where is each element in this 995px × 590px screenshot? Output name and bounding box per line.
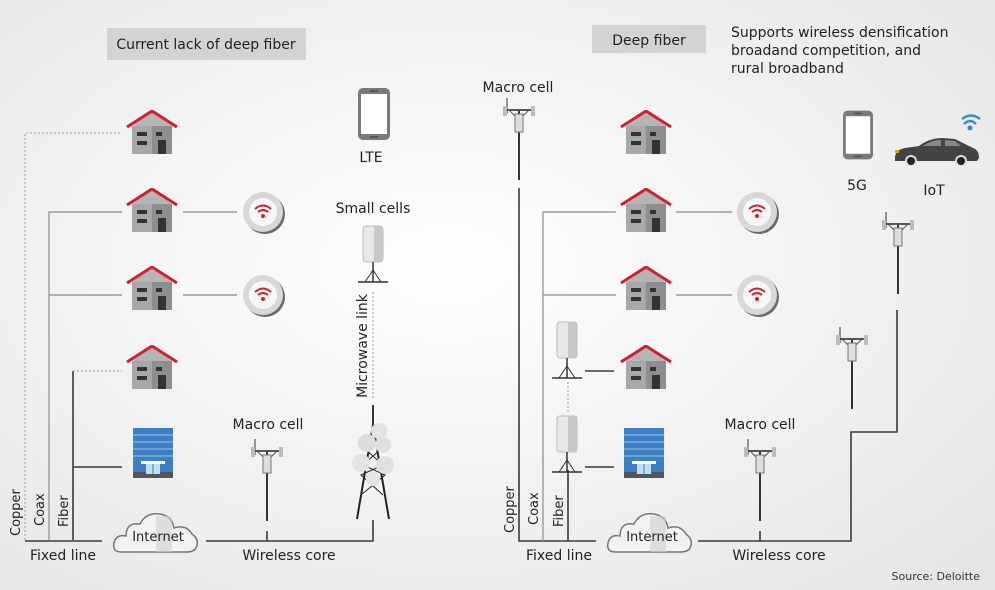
right-panel: Deep fiber Supports wireless densificati… [483,25,982,564]
internet-label: Internet [132,530,184,545]
coax-label: Coax [527,492,542,525]
note-line-2: broadand competition, and [731,43,921,59]
fiber-line [72,371,122,540]
fiber-label: Fiber [57,495,72,527]
copper-label: Copper [503,485,518,533]
wifi-router-icon [736,274,780,318]
coax-line [542,211,732,541]
coax-label: Coax [33,493,48,526]
small-cell-icon [551,321,583,379]
office-building-icon [133,428,173,478]
house-icon [126,188,178,232]
wireless-core-label: Wireless core [242,548,335,564]
internet-label: Internet [626,530,678,545]
macro-cell-tower-icon [502,97,536,181]
wifi-signal-icon [960,114,982,132]
left-title-box [107,28,306,60]
phone-icon [358,88,390,140]
house-icon [620,188,672,232]
left-title: Current lack of deep fiber [116,37,295,53]
iot-label: IoT [923,183,945,199]
small-macro-tower-icon [881,211,915,295]
source-credit: Source: Deloitte [892,570,981,583]
fiber-label: Fiber [552,495,567,527]
wifi-router-icon [242,274,286,318]
fixed-line-label: Fixed line [526,548,592,564]
lte-label: LTE [359,150,382,166]
wireless-core-label: Wireless core [732,548,825,564]
right-title: Deep fiber [612,33,686,49]
macro-cell-tower-icon [743,438,777,522]
car-icon [894,137,979,166]
copper-label: Copper [9,488,24,536]
small-cells-label: Small cells [336,201,411,217]
microwave-link-label: Microwave link [355,293,371,398]
macro-cell-label: Macro cell [233,417,304,433]
small-cell-icon [357,225,389,283]
fiber-line [567,370,614,541]
house-icon [620,266,672,310]
wireless-core-bus [206,520,374,542]
house-icon [126,110,178,154]
small-cell-icon [551,415,583,473]
office-building-icon [624,428,664,478]
microwave-tower-icon [351,405,395,520]
small-macro-tower-icon [835,326,869,410]
note-line-1: Supports wireless densification [731,25,949,41]
house-icon [126,345,178,389]
wifi-router-icon [736,191,780,235]
macro-cell-top-label: Macro cell [483,80,554,96]
copper-line [518,188,596,542]
house-icon [620,110,672,154]
house-icon [126,266,178,310]
five-g-label: 5G [847,178,867,194]
wireless-core-bus [698,310,898,542]
wifi-router-icon [242,191,286,235]
left-panel: Current lack of deep fiber LTE Small cel… [9,28,410,564]
phone-5g-icon [843,110,873,160]
note-line-3: rural broadband [731,61,844,77]
macro-cell-label: Macro cell [725,417,796,433]
macro-cell-tower-icon [250,438,284,522]
coax-line [48,211,237,540]
fixed-line-label: Fixed line [30,548,96,564]
house-icon [620,345,672,389]
right-title-box [592,25,706,53]
